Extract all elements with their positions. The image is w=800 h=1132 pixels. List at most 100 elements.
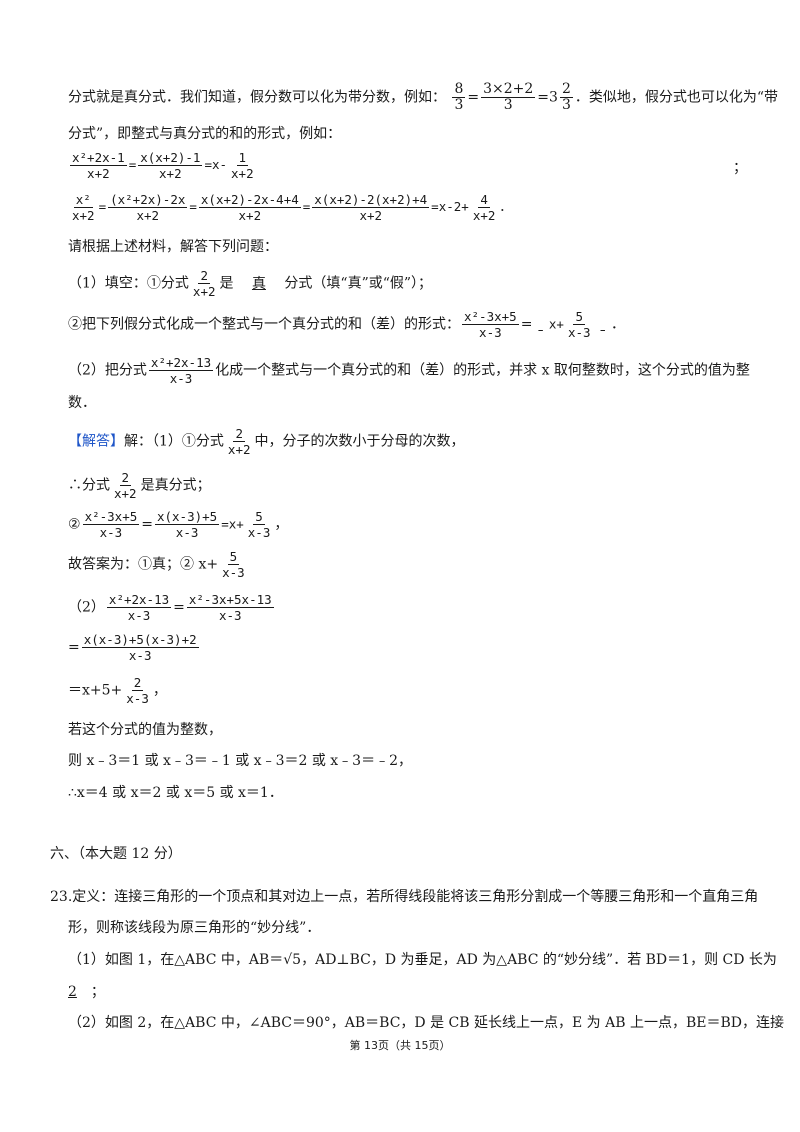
- text: =x-2+: [431, 199, 469, 214]
- numerator: 2: [559, 81, 573, 98]
- denominator: x-3: [126, 691, 149, 706]
- answer-blank: 真: [251, 275, 266, 292]
- text: ＝x+5+: [68, 682, 123, 699]
- denominator: x-3: [218, 608, 242, 623]
- intro-line-2: 分式”，即整式与真分式的和的形式，例如：: [68, 126, 342, 142]
- text: ；: [90, 984, 105, 1000]
- text: 是真分式；: [140, 477, 211, 494]
- numerator: 2: [198, 268, 210, 284]
- text: 分式（填“真”或“假”）；: [284, 275, 433, 292]
- numerator: 5: [573, 309, 585, 325]
- text: ．类似地，假分式也可以化为“带: [574, 89, 779, 106]
- text: （2）把分式: [68, 362, 147, 379]
- denominator: x-3: [247, 525, 271, 540]
- denominator: x+2: [87, 166, 110, 181]
- text: 故答案为：①真；② x+: [68, 556, 219, 573]
- numerator: x²+2x-13: [106, 592, 172, 608]
- question-2-line-2: 数．: [68, 395, 96, 411]
- q23-line-4: 2；: [68, 982, 105, 1002]
- numerator: x²+2x-1: [70, 150, 127, 166]
- denominator: x+2: [114, 486, 137, 501]
- text: =x-: [204, 157, 228, 172]
- q23-line-1: 23.定义：连接三角形的一个顶点和其对边上一点，若所得线段能将该三角形分割成一个…: [50, 889, 759, 905]
- text: ，: [152, 682, 167, 699]
- semicolon: ；: [733, 160, 747, 176]
- denominator: x+2: [227, 442, 251, 457]
- text: ．: [610, 316, 625, 333]
- text: 解：（1）①分式: [124, 433, 224, 450]
- numerator: x(x+2)-2(x+2)+4: [312, 192, 430, 208]
- answer-line-8: 若这个分式的值为整数，: [68, 722, 222, 738]
- text: 是: [219, 275, 234, 292]
- text: 化成一个整式与一个真分式的和（差）的形式，并求 x 取何整数时，这个分式的值为整: [215, 362, 750, 379]
- section-heading: 六、（本大题 12 分）: [50, 846, 182, 862]
- numerator: 2: [131, 675, 144, 691]
- denominator: x-3: [127, 608, 151, 623]
- numerator: 3×2+2: [481, 81, 536, 98]
- denominator: x-3: [175, 525, 199, 540]
- q23-line-5: （2）如图 2，在△ABC 中，∠ABC＝90°，AB＝BC，D 是 CB 延长…: [68, 1015, 784, 1031]
- denominator: x+2: [238, 208, 262, 223]
- numerator: x²+2x-13: [148, 355, 214, 371]
- equals: =: [537, 89, 550, 106]
- numerator: x(x+2)-1: [138, 150, 203, 166]
- denominator: x-3: [99, 525, 123, 540]
- denominator: 3: [561, 97, 571, 113]
- numerator: 4: [478, 192, 490, 208]
- denominator: x-3: [222, 565, 245, 580]
- denominator: 3: [503, 97, 513, 113]
- numerator: 5: [253, 509, 265, 525]
- numerator: 8: [452, 81, 466, 98]
- text: ，: [274, 516, 289, 533]
- denominator: x+2: [159, 166, 182, 181]
- answer-line-9: 则 x﹣3＝1 或 x﹣3＝﹣1 或 x﹣3＝2 或 x﹣3＝﹣2，: [68, 753, 412, 769]
- text: （1）填空：①分式: [68, 275, 189, 292]
- answer-blank: 2: [68, 984, 77, 1000]
- page-footer: 第 13页（共 15页）: [349, 1039, 451, 1052]
- numerator: x(x+2)-2x-4+4: [198, 192, 301, 208]
- denominator: x-3: [128, 648, 152, 663]
- answer-line-10: ∴x＝4 或 x＝2 或 x＝5 或 x＝1．: [68, 785, 283, 801]
- numerator: x(x-3)+5(x-3)+2: [81, 632, 199, 648]
- numerator: x²-3x+5x-13: [186, 592, 274, 608]
- denominator: x+2: [359, 208, 383, 223]
- denominator: x+2: [192, 284, 216, 299]
- numerator: 5: [227, 549, 240, 565]
- denominator: x-3: [567, 325, 591, 340]
- numerator: (x²+2x)-2x: [108, 192, 188, 208]
- denominator: 3: [454, 97, 464, 113]
- blank-start: [532, 317, 548, 333]
- q23-line-3: （1）如图 1，在△ABC 中，AB＝√5，AD⊥BC，D 为垂足，AD 为△A…: [68, 952, 777, 968]
- text: ②: [68, 516, 81, 533]
- q23-line-2: 形，则称该线段为原三角形的“妙分线”．: [68, 920, 321, 936]
